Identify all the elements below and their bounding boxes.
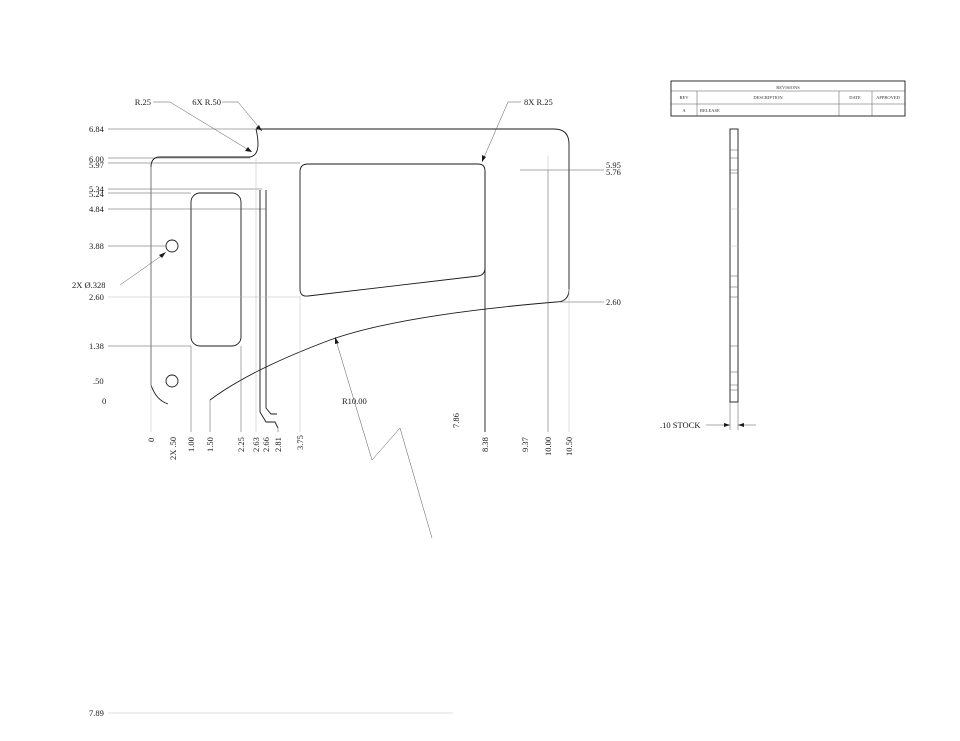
dim-bottom: 3.75 — [295, 435, 305, 450]
dim-bottom: 8.38 — [480, 437, 490, 452]
callout-r25: R.25 — [135, 97, 151, 107]
approved-header: APPROVED — [876, 95, 901, 100]
revision-block: REVISIONS REV DESCRIPTION DATE APPROVED … — [670, 80, 906, 117]
rev-header: REV — [680, 95, 690, 100]
dim-bottom: 2.25 — [236, 437, 246, 452]
window-pocket — [299, 163, 486, 297]
callout-hole: 2X Ø.328 — [72, 280, 106, 290]
dim-left: 1.38 — [89, 341, 104, 351]
dim-bottom: 1.50 — [205, 437, 215, 452]
dim-left: 4.84 — [89, 204, 105, 214]
flexure-slit — [259, 190, 279, 429]
dim-bottom: 7.86 — [451, 413, 461, 428]
bottom-dimension-values: 0 2X .50 1.00 1.50 2.25 2.63 2.66 2.81 3… — [146, 413, 574, 460]
leader-lines — [119, 101, 521, 539]
dim-bottom: 1.00 — [186, 437, 196, 452]
date-header: DATE — [849, 95, 861, 100]
callout-stock: .10 STOCK — [660, 420, 701, 430]
dim-right: 5.95 — [606, 160, 621, 170]
dim-left: 5.97 — [89, 160, 104, 170]
hole-lower — [165, 374, 179, 388]
dim-bottom: 2X .50 — [168, 437, 178, 460]
left-dimension-values: 6.84 6.00 5.97 5.34 5.24 4.84 3.88 2.60 … — [89, 124, 106, 406]
left-dimension-lines — [108, 128, 300, 347]
dim-bottom: 9.37 — [520, 437, 530, 452]
right-dimension-values: 5.95 5.76 2.60 — [606, 160, 621, 307]
right-dimension-lines — [520, 156, 604, 303]
dim-left: 6.00 — [89, 154, 104, 164]
dim-left: .50 — [93, 376, 104, 386]
dim-bottom: 10.00 — [543, 437, 553, 456]
description-header: DESCRIPTION — [753, 95, 783, 100]
dim-left: 3.88 — [89, 241, 104, 251]
dim-left: 6.84 — [89, 124, 105, 134]
dim-bottom-left: 7.89 — [89, 708, 104, 718]
revisions-title: REVISIONS — [776, 85, 800, 90]
dim-bottom: 10.50 — [564, 437, 574, 456]
dim-bottom: 2.63 — [251, 437, 261, 452]
dim-left: 2.60 — [89, 292, 104, 302]
dim-left: 5.34 — [89, 184, 105, 194]
bottom-dimension-lines — [150, 158, 570, 432]
dim-right: 2.60 — [606, 297, 621, 307]
dim-left: 0 — [102, 396, 106, 406]
dim-right: 5.76 — [606, 167, 621, 177]
part-outline — [150, 128, 570, 405]
dim-bottom: 2.66 — [261, 437, 271, 452]
dim-bottom: 0 — [146, 438, 156, 442]
description-value: RELEASE — [700, 108, 720, 113]
dim-left: 5.24 — [89, 189, 105, 199]
callout-r25x8: 8X R.25 — [524, 97, 553, 107]
dim-bottom: 2.81 — [273, 437, 283, 452]
callout-r10: R10.00 — [342, 396, 367, 406]
callout-r50: 6X R.50 — [192, 97, 221, 107]
slot — [190, 192, 242, 347]
rev-value: A — [682, 108, 686, 113]
hole-upper — [165, 239, 179, 253]
side-view — [706, 128, 756, 430]
